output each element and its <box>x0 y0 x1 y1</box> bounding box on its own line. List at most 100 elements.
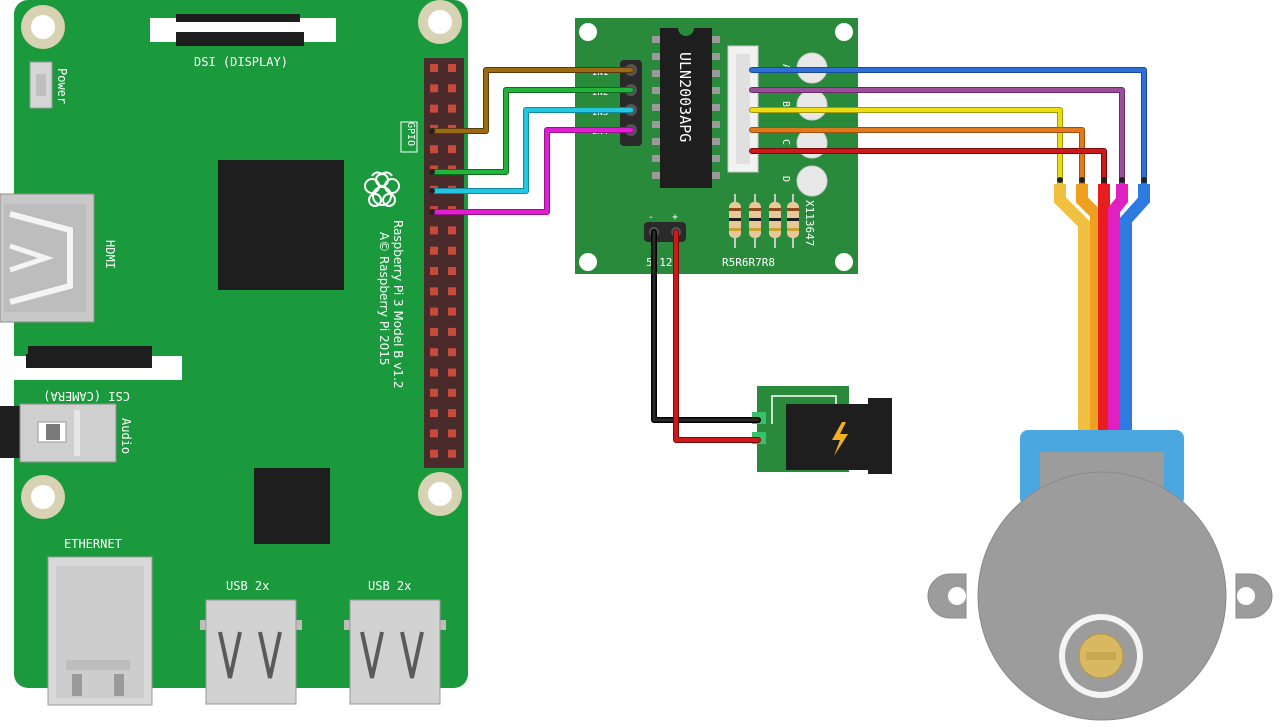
csi-label: CSI (CAMERA) <box>43 389 130 403</box>
gpio-pin <box>448 104 456 113</box>
gpio-pin <box>448 145 456 154</box>
ethernet-label: ETHERNET <box>64 537 122 551</box>
gpio-pin <box>448 327 456 336</box>
chip-leg <box>712 87 720 94</box>
chip-leg <box>712 70 720 77</box>
gpio-label-box <box>400 121 418 153</box>
chip-leg <box>652 70 660 77</box>
chip-label: ULN2003APG <box>676 52 694 142</box>
wire-yellow <box>750 108 1062 186</box>
csi-connector <box>14 346 182 380</box>
led-d <box>796 165 828 197</box>
wire-endpoints <box>429 128 1147 215</box>
motor-tab-hole <box>948 587 966 605</box>
part-number-label: X113647 <box>803 200 816 246</box>
motor-mounting-tab <box>927 573 967 619</box>
power-label: Power <box>55 68 69 104</box>
gpio-pin <box>448 246 456 255</box>
chip-leg <box>652 121 660 128</box>
usb2-label: USB 2x <box>368 579 411 593</box>
chip-leg <box>652 36 660 43</box>
gpio-pin <box>430 388 438 397</box>
resistor-r6 <box>749 194 761 248</box>
gpio-pin <box>430 327 438 336</box>
wire-magenta <box>430 128 633 214</box>
resistors <box>729 194 799 248</box>
raspberry-logo-icon <box>364 171 400 207</box>
gpio-pin <box>430 307 438 316</box>
resistor-r8 <box>787 194 799 248</box>
wire-orange <box>750 128 1084 186</box>
led-label-c: C <box>780 139 791 145</box>
power-header <box>644 222 686 242</box>
gpio-pin <box>430 449 438 458</box>
dsi-label: DSI (DISPLAY) <box>194 55 288 69</box>
wires <box>429 67 1147 443</box>
mounting-hole <box>579 253 597 271</box>
model-label: Raspberry Pi 3 Model B v1.2 <box>391 220 405 389</box>
gpio-pin <box>448 409 456 418</box>
gpio-pin <box>430 64 438 72</box>
motor-body <box>977 471 1227 721</box>
hdmi-label: HDMI <box>103 240 117 269</box>
gpio-pin <box>430 348 438 357</box>
mounting-hole <box>21 475 65 519</box>
motor-ribbon-cable <box>1054 184 1150 440</box>
wire-red <box>750 149 1106 186</box>
chip-leg <box>712 53 720 60</box>
motor-tab-hole <box>1237 587 1255 605</box>
chip-legs <box>652 36 720 179</box>
motor-shaft-flat <box>1086 652 1116 660</box>
wire-red <box>674 230 760 442</box>
gpio-pin <box>430 267 438 275</box>
led-label-b: B <box>780 101 791 107</box>
wire-purple <box>750 88 1124 186</box>
gpio-pin <box>448 368 456 377</box>
dsi-connector <box>150 14 336 46</box>
resistor-label: R5R6R7R8 <box>722 256 775 269</box>
audio-label: Audio <box>119 418 133 454</box>
gpio-pin <box>448 84 456 93</box>
power-port <box>29 61 53 109</box>
stepper-motor <box>927 184 1273 721</box>
chip-leg <box>652 155 660 162</box>
copyright-label: A© Raspberry Pi 2015 <box>377 232 391 366</box>
motor-connector-slot <box>736 54 750 164</box>
mounting-hole <box>835 23 853 41</box>
chip-leg <box>652 87 660 94</box>
power-sign-minus: - <box>648 212 654 223</box>
gpio-pin <box>430 409 438 418</box>
mounting-hole <box>579 23 597 41</box>
mounting-hole <box>21 5 65 49</box>
gpio-pin <box>430 226 438 235</box>
mounting-hole <box>418 472 462 516</box>
gpio-pins <box>430 64 456 458</box>
uln2003-driver-board: IN1 IN2 IN3 IN4 ULN2003APG A B C D X1136… <box>575 18 858 274</box>
resistor-r5 <box>729 194 741 248</box>
audio-jack <box>0 403 117 463</box>
gpio-pin <box>448 388 456 397</box>
chip-leg <box>712 172 720 179</box>
wire-blue <box>750 68 1146 186</box>
wire-cyan <box>430 108 633 193</box>
led-label-d: D <box>780 176 791 182</box>
led-b <box>796 89 828 121</box>
chip-leg <box>652 53 660 60</box>
chip-leg <box>712 104 720 111</box>
gpio-pin <box>430 246 438 255</box>
barrel-jack <box>786 404 868 470</box>
chip-leg <box>712 121 720 128</box>
lightning-icon <box>832 422 848 456</box>
usb-port-2 <box>344 599 446 705</box>
chip-leg <box>652 138 660 145</box>
gpio-label: GPIO <box>405 122 416 146</box>
hdmi-port <box>0 193 95 323</box>
dc-jack-module <box>752 386 892 474</box>
wire-black <box>652 230 760 422</box>
gpio-header <box>424 58 464 468</box>
chip-leg <box>712 36 720 43</box>
chip-leg <box>652 104 660 111</box>
gpio-pin <box>448 287 456 296</box>
mounting-hole <box>418 0 462 44</box>
